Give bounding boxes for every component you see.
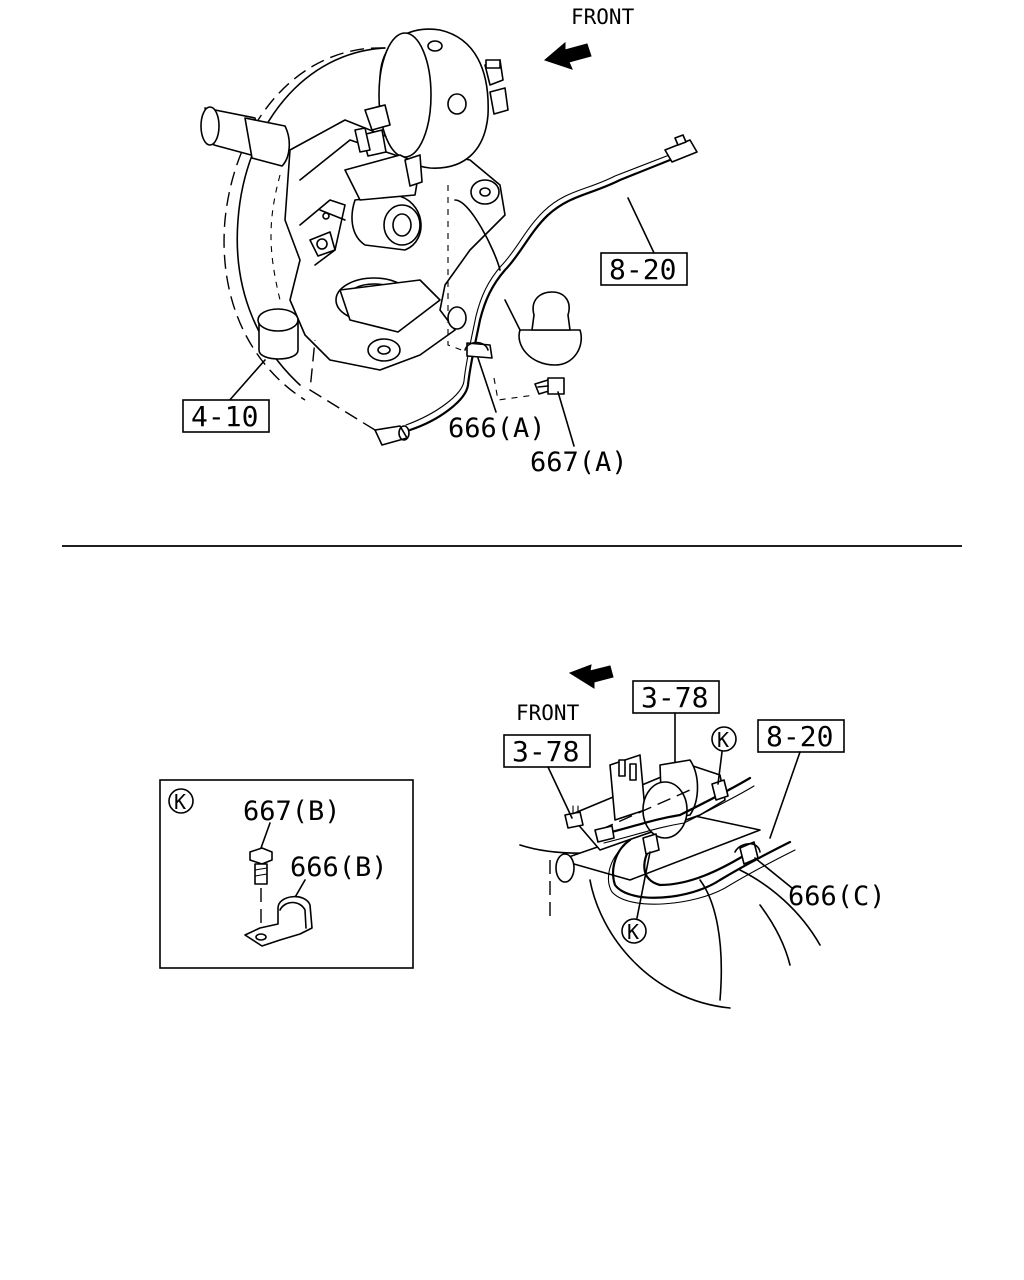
callout-4-10: 4-10 xyxy=(191,400,258,433)
callout-box-8-20-bottom xyxy=(757,719,845,753)
ball-joint xyxy=(504,291,582,366)
front-label-top: FRONT xyxy=(571,5,635,29)
callout-667b: 667(B) xyxy=(243,796,341,827)
callout-8-20-bottom: 8-20 xyxy=(766,720,833,753)
k-marker-lower: K xyxy=(627,920,639,944)
callout-3-78-lower: 3-78 xyxy=(512,735,579,768)
callout-box-3-78-lower xyxy=(503,734,591,768)
detail-k-marker: K xyxy=(174,790,186,814)
front-arrow-top xyxy=(544,41,592,70)
brake-caliper xyxy=(344,28,509,201)
k-marker-upper: K xyxy=(717,728,729,752)
leader-8-20-top xyxy=(627,197,656,256)
leader-4-10 xyxy=(227,359,266,403)
callout-666b: 666(B) xyxy=(290,852,388,883)
leader-666a xyxy=(477,357,497,413)
leader-3-78-lower xyxy=(547,766,573,819)
callout-667a: 667(A) xyxy=(530,447,628,478)
brake-harness-bottom xyxy=(594,776,796,905)
callout-box-4-10 xyxy=(182,399,270,433)
top-assembly-view: FRONT xyxy=(182,5,698,478)
harness-clip-lower xyxy=(642,833,660,855)
clip-guide-line xyxy=(447,185,468,353)
front-label-bottom: FRONT xyxy=(516,701,580,725)
detail-k-panel: K 667(B) 666(B) xyxy=(159,779,414,969)
clip-666b xyxy=(244,895,313,947)
leader-k-upper xyxy=(717,751,723,785)
leader-667b xyxy=(260,822,271,849)
leader-8-20-bottom xyxy=(769,751,801,839)
callout-box-8-20-top xyxy=(600,252,688,286)
axle-housing xyxy=(519,754,821,1009)
leader-k-lower xyxy=(636,851,651,919)
axle-stub xyxy=(200,106,291,167)
detail-k-marker-circle xyxy=(168,788,194,814)
harness-clip-666c xyxy=(734,841,761,865)
k-marker-circle-lower xyxy=(621,918,647,944)
leader-667a xyxy=(557,391,575,447)
callout-666a: 666(A) xyxy=(448,413,546,444)
clip-666a-on-harness xyxy=(464,341,493,359)
bolt-guide-line xyxy=(493,377,536,401)
harness-clip-upper xyxy=(711,779,729,801)
abs-sensor-harness xyxy=(309,134,698,446)
bolt-667a xyxy=(534,377,565,395)
leader-666c xyxy=(754,857,793,889)
steering-knuckle xyxy=(284,119,506,371)
front-arrow-bottom xyxy=(568,664,614,689)
bolt-667b xyxy=(249,847,273,935)
bushing xyxy=(257,308,299,360)
callout-666c: 666(C) xyxy=(788,881,886,912)
callout-8-20-top: 8-20 xyxy=(609,253,676,286)
bottom-assembly-view: FRONT xyxy=(503,664,886,1009)
callout-box-3-78-upper xyxy=(632,680,720,714)
k-marker-circle-upper xyxy=(711,726,737,752)
callout-3-78-upper: 3-78 xyxy=(641,681,708,714)
